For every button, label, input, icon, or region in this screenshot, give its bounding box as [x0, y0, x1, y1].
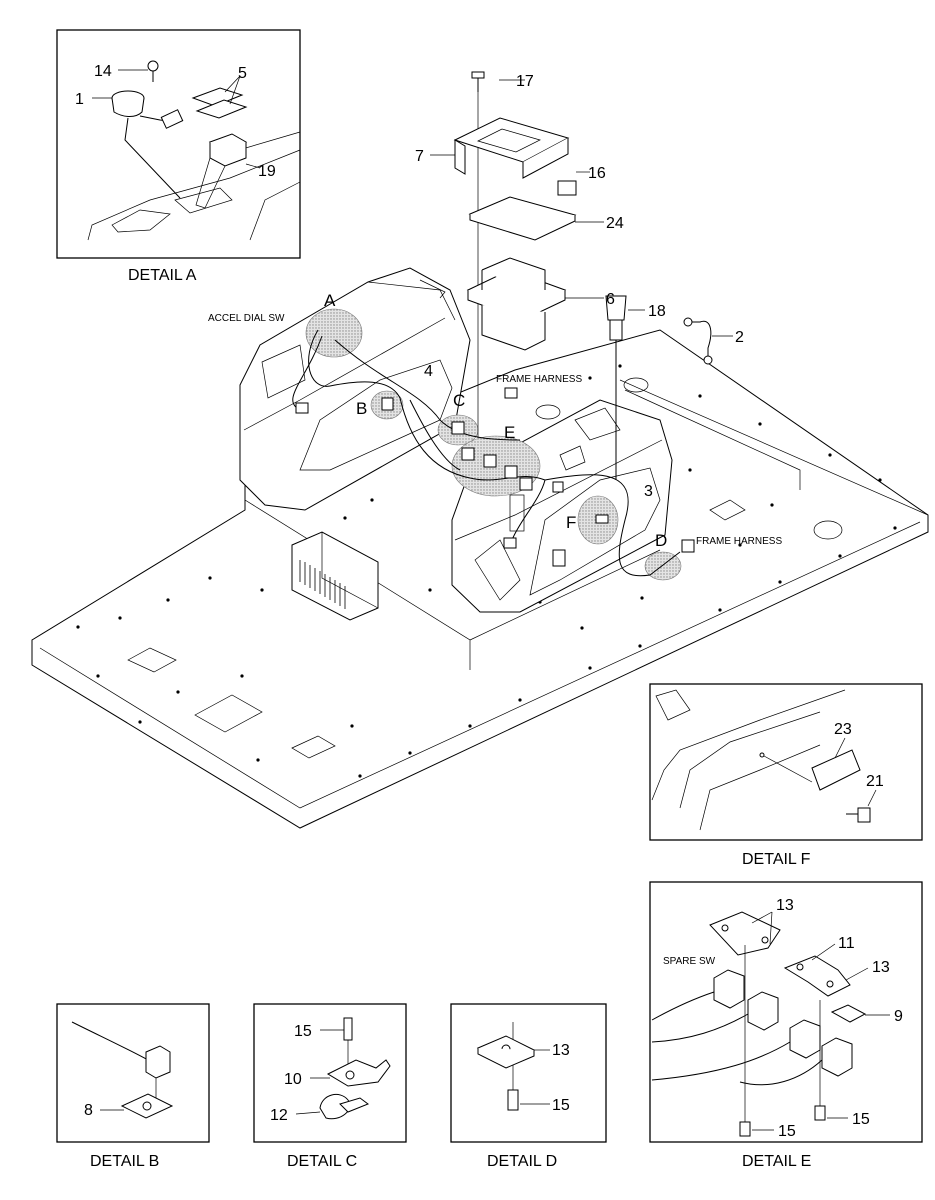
- callout-21: 21: [866, 773, 884, 790]
- switch-18: [605, 295, 645, 480]
- callout-15-d: 15: [552, 1097, 570, 1114]
- caption-detail-b: DETAIL B: [90, 1153, 159, 1170]
- callout-15-c: 15: [294, 1023, 312, 1040]
- callout-5: 5: [238, 65, 247, 82]
- detail-f: [649, 683, 923, 841]
- callout-17: 17: [516, 73, 534, 90]
- callout-24: 24: [606, 215, 624, 232]
- callout-13-a: 13: [776, 897, 794, 914]
- detail-letters: A B C E F D: [324, 291, 667, 550]
- callout-14: 14: [94, 63, 112, 80]
- callout-16: 16: [588, 165, 606, 182]
- caption-detail-f: DETAIL F: [742, 851, 811, 868]
- floor-plate: [31, 329, 929, 829]
- detail-a: [56, 29, 301, 259]
- callout-8: 8: [84, 1102, 93, 1119]
- note-spare-sw: SPARE SW: [663, 956, 716, 967]
- callout-19: 19: [258, 163, 276, 180]
- note-frame-harness-top: FRAME HARNESS: [496, 374, 582, 385]
- letter-b: B: [356, 399, 367, 418]
- callout-13-c: 13: [552, 1042, 570, 1059]
- callout-11: 11: [838, 935, 855, 952]
- callout-4: 4: [424, 363, 433, 380]
- ground-wire-2: [683, 317, 733, 365]
- left-console: [239, 267, 471, 511]
- detail-captions: DETAIL A DETAIL F DETAIL B DETAIL C DETA…: [90, 267, 811, 1170]
- caption-detail-a: DETAIL A: [128, 267, 197, 284]
- callout-6: 6: [606, 291, 615, 308]
- callout-15-b: 15: [852, 1111, 870, 1128]
- heater-unit: [291, 531, 379, 621]
- callout-15-a: 15: [778, 1123, 796, 1140]
- caption-detail-d: DETAIL D: [487, 1153, 557, 1170]
- letter-f: F: [566, 513, 576, 532]
- detail-c: [253, 1003, 407, 1143]
- wiring-harness: [292, 329, 681, 577]
- letter-c: C: [453, 391, 465, 410]
- letter-e: E: [504, 423, 515, 442]
- callout-12: 12: [270, 1107, 288, 1124]
- caption-detail-e: DETAIL E: [742, 1153, 811, 1170]
- callout-10: 10: [284, 1071, 302, 1088]
- note-frame-harness-right: FRAME HARNESS: [696, 536, 782, 547]
- callout-18: 18: [648, 303, 666, 320]
- callout-23: 23: [834, 721, 852, 738]
- detail-e: [649, 881, 923, 1143]
- callout-2: 2: [735, 329, 744, 346]
- callout-13-b: 13: [872, 959, 890, 976]
- note-accel-dial-sw: ACCEL DIAL SW: [208, 313, 285, 324]
- callout-numbers: 14 1 5 19 17 7 16 24 6 18 2 4 3 23 21 13…: [75, 63, 903, 1140]
- caption-detail-c: DETAIL C: [287, 1153, 357, 1170]
- callout-9: 9: [894, 1008, 903, 1025]
- exploded-cover-stack: [430, 71, 604, 438]
- callout-3: 3: [644, 483, 653, 500]
- main-connectors: [295, 387, 695, 567]
- detail-a-marker: [305, 308, 363, 358]
- callout-7: 7: [415, 148, 424, 165]
- right-console: [437, 399, 682, 613]
- notes: ACCEL DIAL SW FRAME HARNESS FRAME HARNES…: [208, 313, 782, 967]
- callout-1: 1: [75, 91, 84, 108]
- letter-a: A: [324, 291, 336, 310]
- letter-d: D: [655, 531, 667, 550]
- detail-d: [450, 1003, 607, 1143]
- detail-d-marker: [644, 551, 682, 581]
- detail-b: [56, 1003, 210, 1143]
